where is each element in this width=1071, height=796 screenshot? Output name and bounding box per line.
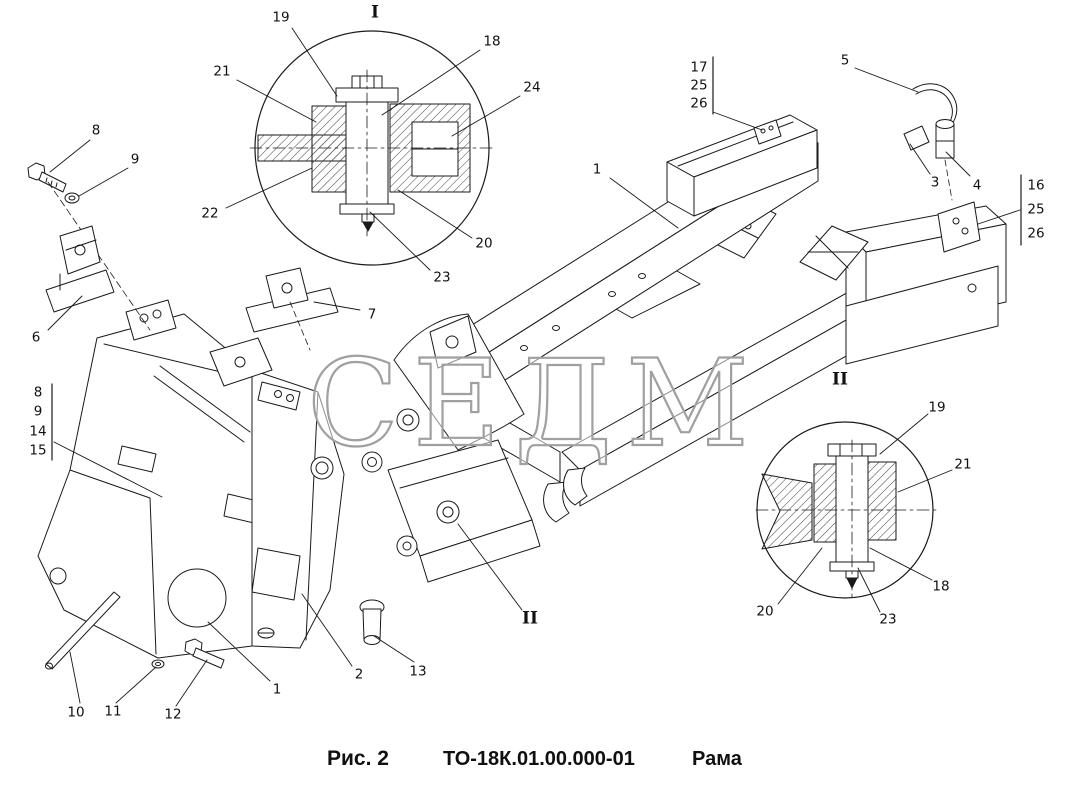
rear-frame-drawing [361,114,1007,583]
leader-lines [47,27,1021,707]
part-name: Рама [692,748,742,770]
callout-group-bars [51,56,1022,461]
detail-view-i [249,30,495,266]
watermark-text: СЕДМ [307,335,763,474]
detail-view-ii [755,421,937,601]
figure-number: Рис. 2 [327,747,389,770]
small-parts-drawing [27,83,958,670]
front-frame-drawing [37,299,345,659]
drawing-number: ТО-18К.01.00.000-01 [443,748,635,770]
